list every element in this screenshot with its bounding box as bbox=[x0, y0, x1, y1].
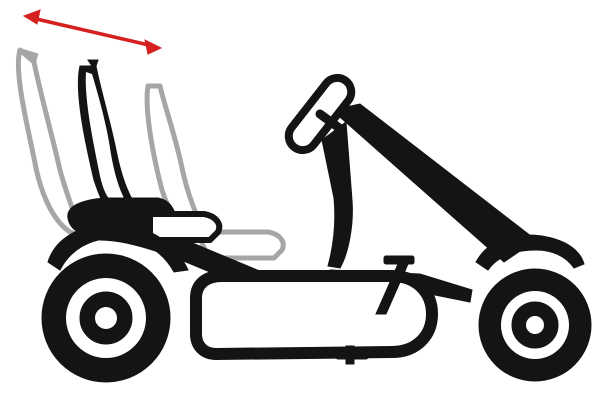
rear-wheel bbox=[42, 254, 170, 382]
seat-adjust-arrow bbox=[24, 10, 161, 54]
front-wheel bbox=[479, 269, 591, 381]
kart-seat bbox=[68, 60, 219, 240]
